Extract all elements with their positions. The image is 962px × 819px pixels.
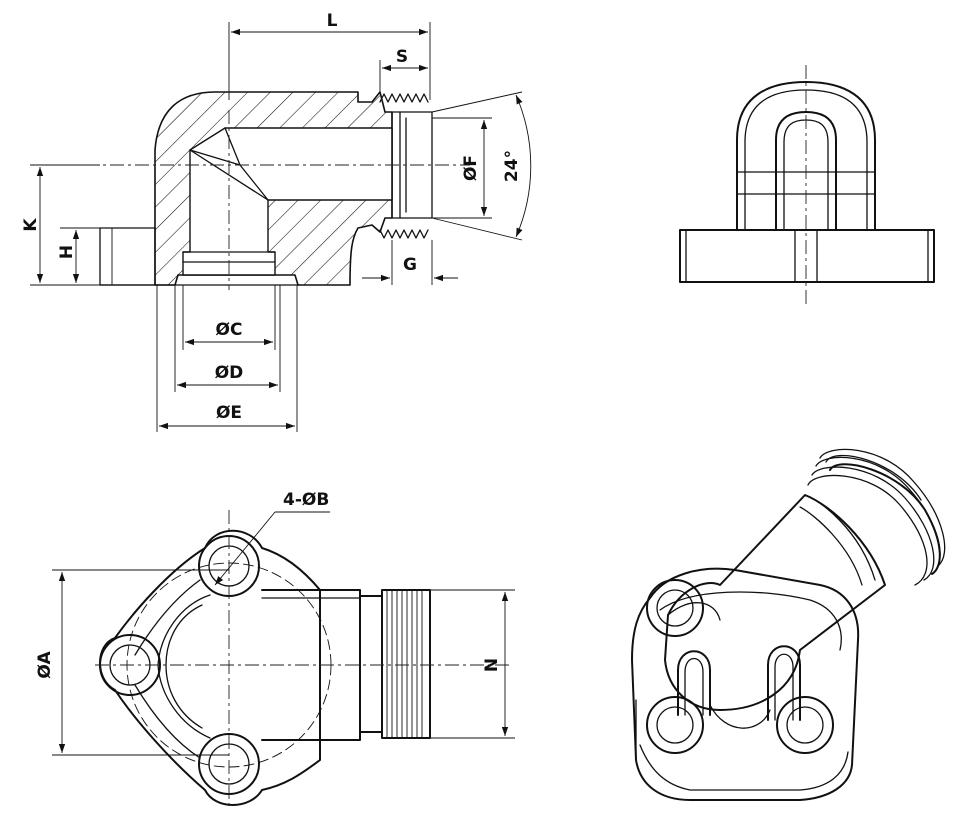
iso-flange	[631, 567, 860, 801]
dim-h: H	[57, 245, 77, 259]
dim-angle: 24°	[502, 150, 522, 182]
dim-b: 4-ØB	[283, 490, 329, 510]
plan-view	[95, 510, 510, 810]
dim-f: ØF	[461, 155, 481, 181]
dim-k: K	[21, 218, 41, 232]
side-view	[679, 65, 935, 305]
flange-ear	[99, 227, 156, 286]
dim-e: ØE	[216, 403, 242, 423]
dim-l: L	[327, 11, 338, 31]
section-view	[35, 91, 470, 290]
isometric-view	[631, 448, 946, 801]
plan-dimensions: 4-ØB ØA N	[35, 490, 515, 756]
section-dimensions: L S K H G ØF 24° ØC	[21, 11, 532, 432]
dim-s: S	[396, 47, 408, 67]
dim-n: N	[482, 658, 502, 672]
dim-d: ØD	[215, 363, 244, 383]
side-flange	[679, 229, 935, 283]
dim-g: G	[403, 255, 417, 275]
dim-c: ØC	[216, 320, 243, 340]
dim-a: ØA	[35, 651, 55, 679]
